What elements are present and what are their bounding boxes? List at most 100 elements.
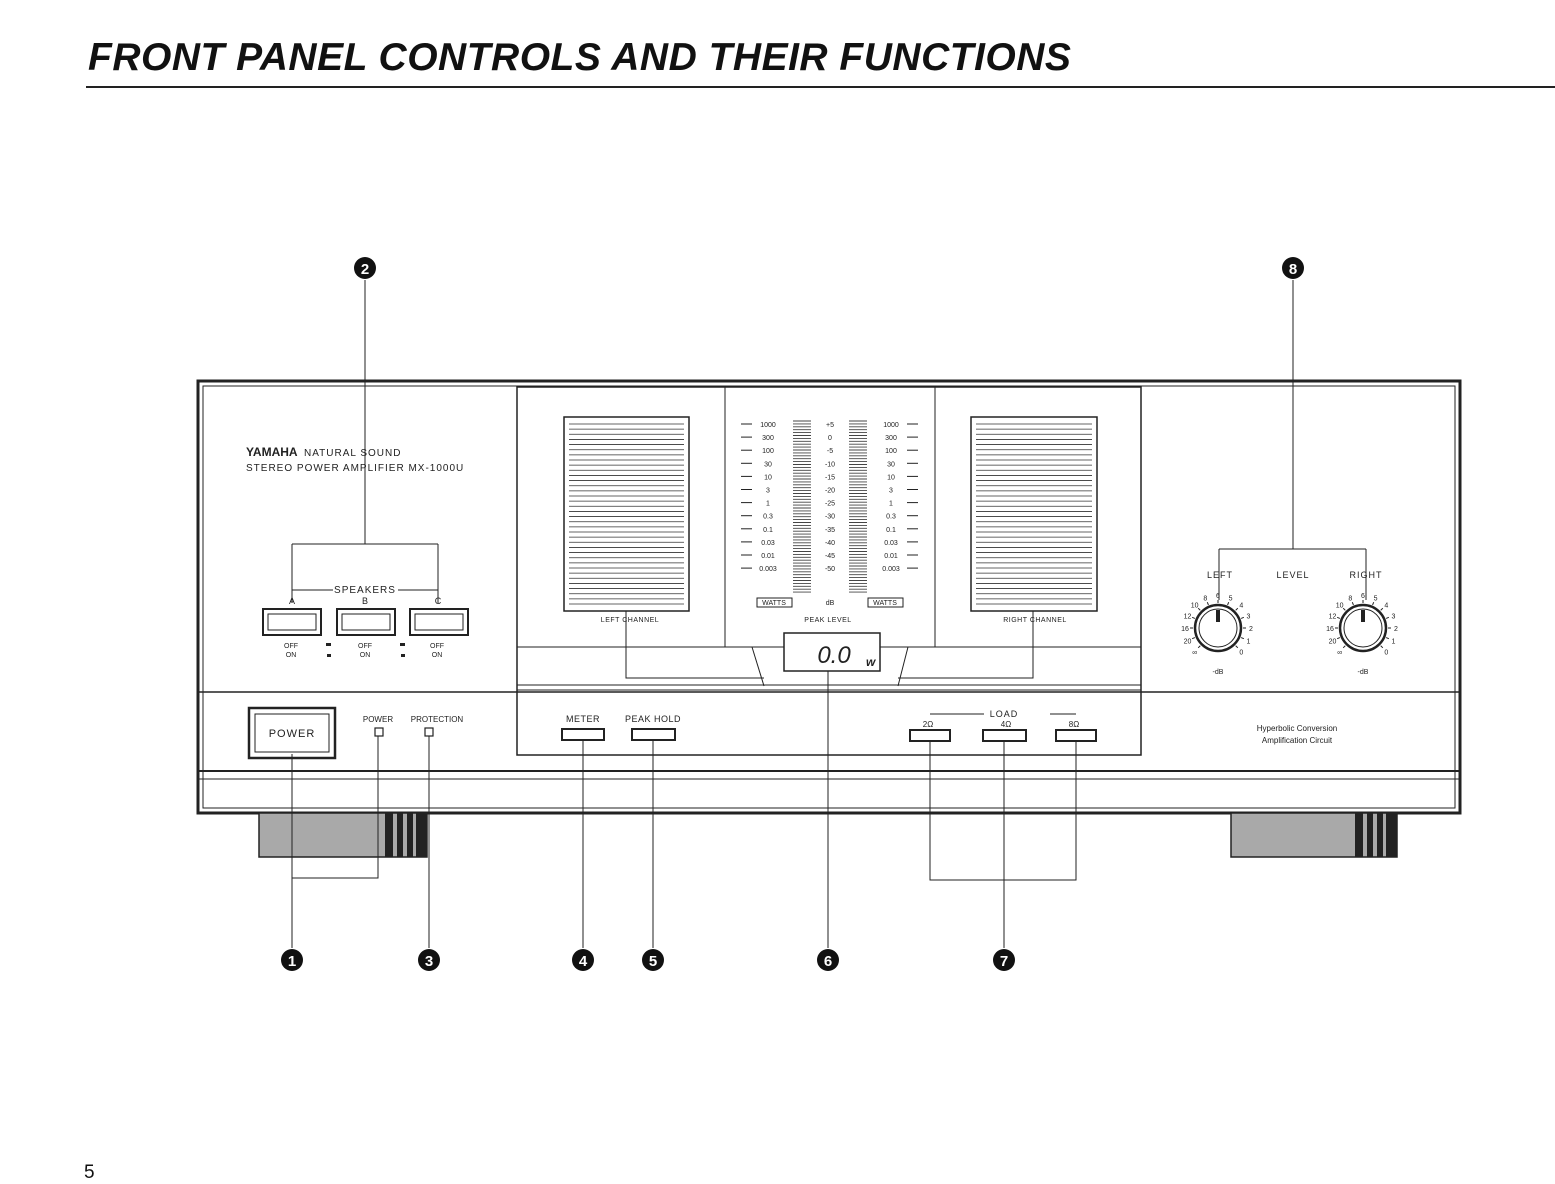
- model-label: STEREO POWER AMPLIFIER MX-1000U: [246, 463, 464, 474]
- watts-label-right: 300: [885, 435, 897, 442]
- left-channel-meter: [563, 416, 690, 612]
- knob-scale-label: 12: [1184, 613, 1192, 620]
- callout-2: 2: [354, 257, 376, 279]
- db-footer: dB: [826, 600, 835, 607]
- watts-label-left: 300: [762, 435, 774, 442]
- level-left-label: LEFT: [1207, 570, 1233, 580]
- watts-label-right: 0.3: [886, 514, 896, 521]
- meter-housing: [516, 386, 1142, 756]
- callout-5-number: 5: [649, 953, 657, 970]
- callout-1-number: 1: [288, 953, 296, 970]
- watts-label-right: 1: [889, 501, 893, 508]
- knob-scale-label: ∞: [1337, 649, 1342, 656]
- power-button[interactable]: [247, 706, 337, 760]
- watts-label-right: 0.03: [884, 540, 898, 547]
- knob-tick: [1380, 607, 1384, 611]
- callout-8-number: 8: [1289, 261, 1297, 278]
- watts-label-left: 0.1: [763, 527, 773, 534]
- load-8ohm-label: 8Ω: [1069, 720, 1079, 729]
- meter-bezel-lines: [517, 611, 1034, 687]
- callout-3-number: 3: [425, 953, 433, 970]
- watts-label-left: 100: [762, 448, 774, 455]
- callout-6: 6: [817, 949, 839, 971]
- level-label: LEVEL: [1276, 570, 1309, 580]
- knob-scale-label: 16: [1326, 626, 1334, 633]
- speaker-c-on: ON: [432, 652, 443, 659]
- speaker-a-button[interactable]: [262, 608, 322, 636]
- watts-label-left: 30: [764, 461, 772, 468]
- power-indicator-led: [374, 727, 384, 737]
- watts-label-right: 3: [889, 488, 893, 495]
- protection-indicator-led: [424, 727, 434, 737]
- knob-unit-label: -dB: [1213, 669, 1224, 676]
- knob-scale-label: 3: [1247, 613, 1251, 620]
- knob-tick: [1235, 645, 1239, 649]
- watts-label-right: 0.1: [886, 527, 896, 534]
- speakers-label: SPEAKERS: [334, 585, 396, 596]
- hca-line-1: Hyperbolic Conversion: [1257, 724, 1337, 733]
- speaker-c-button[interactable]: [409, 608, 469, 636]
- callout-3: 3: [418, 949, 440, 971]
- load-8ohm-button[interactable]: [1055, 729, 1097, 742]
- callout-2-number: 2: [361, 261, 369, 278]
- left-foot: [258, 812, 428, 858]
- knob-scale-label: 6: [1361, 593, 1365, 600]
- peak-level-label: PEAK LEVEL: [804, 617, 851, 624]
- load-label: LOAD: [990, 709, 1019, 719]
- watts-label-right: 1000: [883, 422, 899, 429]
- knob-scale-label: 1: [1392, 639, 1396, 646]
- knob-tick: [1197, 607, 1201, 611]
- left-meter-graticule: [569, 423, 684, 605]
- meter-button-label: METER: [566, 714, 600, 724]
- callout-8: 8: [1282, 257, 1304, 279]
- watts-label-right: 0.003: [882, 566, 900, 573]
- speaker-b-on: ON: [360, 652, 371, 659]
- natural-sound-label: NATURAL SOUND: [304, 448, 401, 459]
- knob-scale-label: 5: [1229, 596, 1233, 603]
- left-level-knob[interactable]: [1193, 603, 1243, 653]
- knob-tick: [1380, 645, 1384, 649]
- protection-indicator-label: PROTECTION: [411, 715, 464, 724]
- knob-scale-label: 8: [1348, 596, 1352, 603]
- knob-scale-label: 10: [1191, 603, 1199, 610]
- brand-logo: YAMAHA: [246, 445, 298, 459]
- watts-label-left: 0.003: [759, 566, 777, 573]
- speaker-b-letter: B: [362, 596, 368, 606]
- knob-scale-label: 5: [1374, 596, 1378, 603]
- knob-scale-label: 2: [1249, 626, 1253, 633]
- knob-scale-label: 0: [1239, 649, 1243, 656]
- knob-scale-label: 2: [1394, 626, 1398, 633]
- load-4ohm-button[interactable]: [982, 729, 1027, 742]
- watts-label-left: 10: [764, 474, 772, 481]
- speaker-b-button[interactable]: [336, 608, 396, 636]
- peak-hold-button[interactable]: [631, 728, 676, 741]
- knob-tick: [1351, 601, 1354, 606]
- db-label: 0: [828, 435, 832, 442]
- callout-6-number: 6: [824, 953, 832, 970]
- knob-scale-label: 12: [1329, 613, 1337, 620]
- speaker-b-off: OFF: [358, 643, 372, 650]
- watts-footer-left: WATTS: [762, 600, 786, 607]
- watts-label-left: 1: [766, 501, 770, 508]
- knob-tick: [1336, 637, 1341, 640]
- display-value: 0.0: [817, 642, 851, 669]
- speaker-a-letter: A: [289, 596, 295, 606]
- callout-7-number: 7: [1000, 953, 1008, 970]
- knob-scale-label: 20: [1184, 639, 1192, 646]
- knob-tick: [1342, 645, 1346, 649]
- meter-button[interactable]: [561, 728, 605, 741]
- knob-scale-label: 10: [1336, 603, 1344, 610]
- power-indicator-label: POWER: [363, 715, 393, 724]
- callout-4-number: 4: [579, 953, 588, 970]
- knob-scale-label: 0: [1384, 649, 1388, 656]
- knob-scale-label: 1: [1247, 639, 1251, 646]
- speaker-c-off: OFF: [430, 643, 444, 650]
- watts-footer-left-box: [756, 597, 793, 608]
- watts-label-right: 100: [885, 448, 897, 455]
- leader-lines: [291, 280, 1294, 948]
- load-2ohm-button[interactable]: [909, 729, 951, 742]
- right-level-knob[interactable]: [1338, 603, 1388, 653]
